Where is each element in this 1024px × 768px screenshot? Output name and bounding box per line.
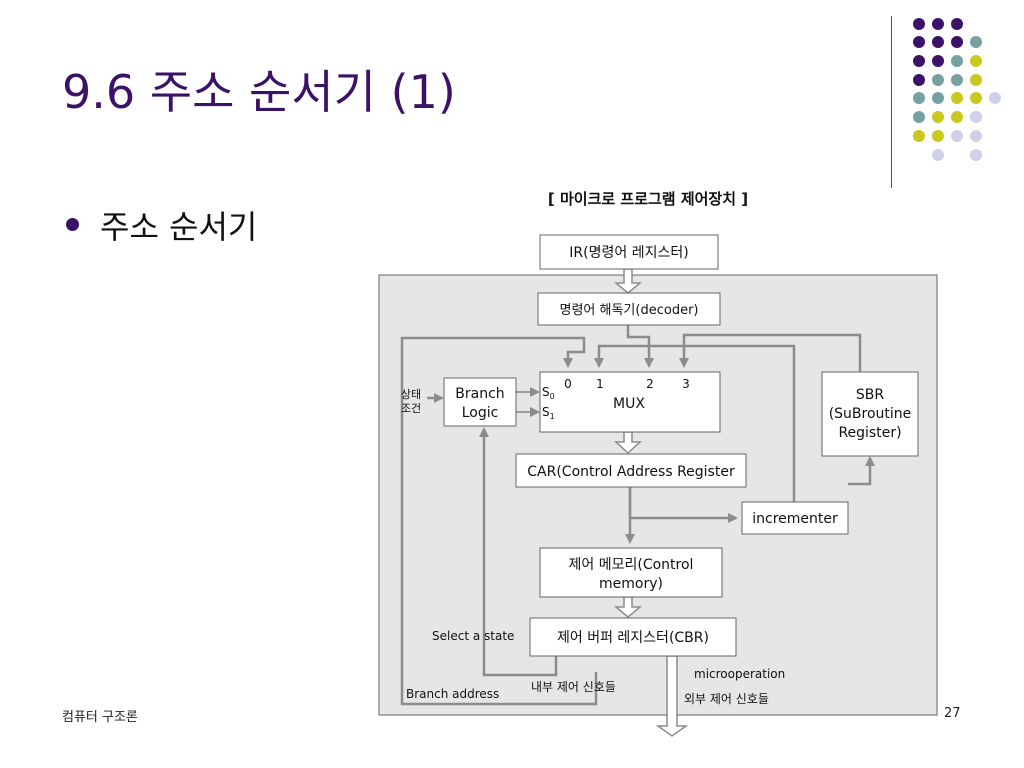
footer-course-name: 컴퓨터 구조론: [62, 710, 138, 725]
dot: [913, 130, 925, 142]
dot: [970, 92, 982, 104]
dot: [913, 18, 925, 30]
dot: [913, 55, 925, 67]
mux-input-3: 3: [682, 377, 690, 391]
mux-select-s1: S1: [542, 405, 555, 421]
microoperation-label: microoperation: [694, 667, 785, 681]
decoder-box: [537, 292, 721, 326]
divider-line: [891, 16, 892, 188]
bullet-text: 주소 순서기: [100, 208, 258, 246]
dot: [913, 36, 925, 48]
dot: [970, 130, 982, 142]
dot: [932, 92, 944, 104]
diagram-caption: [ 마이크로 프로그램 제어장치 ]: [548, 190, 748, 208]
sbr-label-line1: SBR: [856, 387, 884, 403]
thin-connections: [516, 387, 540, 417]
memory-to-cbr-arrow: [613, 596, 643, 618]
hollow-arrows: [613, 268, 689, 737]
mux-to-car-arrow: [614, 431, 642, 455]
decoder-label: 명령어 해독기(decoder): [560, 303, 699, 318]
sbr-label-line3: Register): [838, 425, 901, 441]
branch-logic-line2: Logic: [462, 405, 499, 421]
dot: [932, 74, 944, 86]
ir-box: [539, 234, 719, 270]
mux-input-0: 0: [564, 377, 572, 391]
control-memory-box: [539, 547, 723, 598]
decorative-dot-grid: [913, 18, 1001, 161]
mux-input-2: 2: [646, 377, 654, 391]
mux-input-1: 1: [596, 377, 604, 391]
dot: [970, 55, 982, 67]
sbr-box: [821, 371, 919, 457]
dot: [951, 130, 963, 142]
incrementer-label: incrementer: [752, 511, 838, 527]
dot: [951, 92, 963, 104]
incrementer-to-sbr: [848, 456, 875, 486]
dot: [932, 55, 944, 67]
dot: [932, 36, 944, 48]
slide-title: 9.6 주소 순서기 (1): [62, 65, 456, 119]
select-state-to-branch-logic: [479, 427, 558, 677]
dot: [951, 55, 963, 67]
page-number: 27: [944, 706, 961, 721]
dot: [970, 74, 982, 86]
branch-logic-line1: Branch: [455, 386, 504, 402]
dot: [989, 92, 1001, 104]
sbr-label-line2: (SuBroutine: [829, 406, 912, 422]
dot: [951, 36, 963, 48]
internal-signals-label: 내부 제어 신호들: [531, 680, 616, 694]
cbr-box: [529, 617, 737, 657]
dot: [913, 92, 925, 104]
branch-address-to-mux-0: [400, 336, 598, 706]
decoder-to-mux-2: [626, 325, 654, 368]
branch-address-label: Branch address: [406, 687, 499, 701]
dot: [951, 111, 963, 123]
dot: [932, 18, 944, 30]
dot: [932, 130, 944, 142]
cbr-label: 제어 버퍼 레지스터(CBR): [557, 630, 709, 646]
mux-box: [539, 371, 721, 433]
mux-label: MUX: [613, 396, 645, 412]
dot: [951, 74, 963, 86]
cbr-output-arrow: [655, 655, 689, 737]
car-label: CAR(Control Address Register: [527, 464, 735, 480]
dot: [913, 74, 925, 86]
mux-select-s1-sub: 1: [550, 412, 555, 421]
incrementer-box: [741, 501, 849, 535]
external-signals-label: 외부 제어 신호들: [684, 692, 769, 706]
bullet-dot: [66, 218, 79, 231]
ir-label: IR(명령어 레지스터): [569, 245, 688, 261]
branch-logic-box: [443, 377, 517, 427]
dot: [970, 111, 982, 123]
mux-select-s0: S0: [542, 385, 555, 401]
sbr-to-mux-3: [679, 333, 862, 372]
dot: [951, 18, 963, 30]
control-memory-line2: memory): [599, 576, 663, 592]
control-memory-line1: 제어 메모리(Control: [569, 557, 694, 573]
select-state-label: Select a state: [432, 629, 514, 643]
dot: [913, 111, 925, 123]
status-label-line1: 상태: [401, 388, 421, 401]
dot: [970, 149, 982, 161]
ir-to-decoder-arrow: [613, 268, 643, 294]
car-box: [515, 453, 747, 488]
dot: [932, 111, 944, 123]
status-label-line2: 조건: [401, 402, 421, 415]
mux-select-s0-sub: 0: [550, 392, 555, 401]
dot: [970, 36, 982, 48]
dot: [932, 149, 944, 161]
